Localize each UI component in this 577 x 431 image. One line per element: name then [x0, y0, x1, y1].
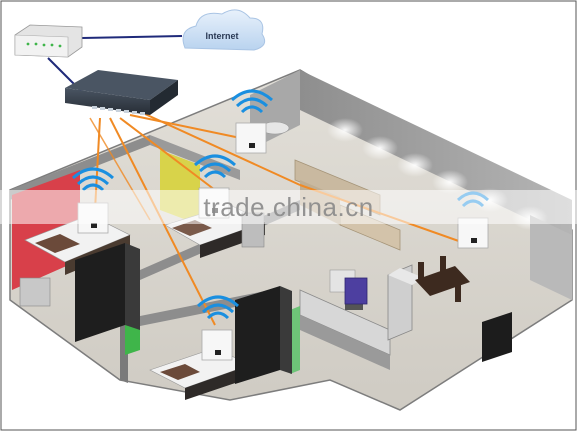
side-cabinet: [20, 278, 50, 306]
wardrobe-lower: [235, 286, 292, 384]
internet-label: Internet: [205, 31, 238, 41]
modem: [15, 25, 82, 57]
internet-cloud: Internet: [183, 10, 265, 50]
cable-modem-internet: [82, 36, 182, 38]
washer: [345, 278, 367, 304]
ap-plate: [202, 330, 232, 360]
ap-plate: [236, 123, 266, 153]
watermark-text: trade.china.cn: [0, 192, 577, 223]
network-switch: [65, 70, 178, 115]
